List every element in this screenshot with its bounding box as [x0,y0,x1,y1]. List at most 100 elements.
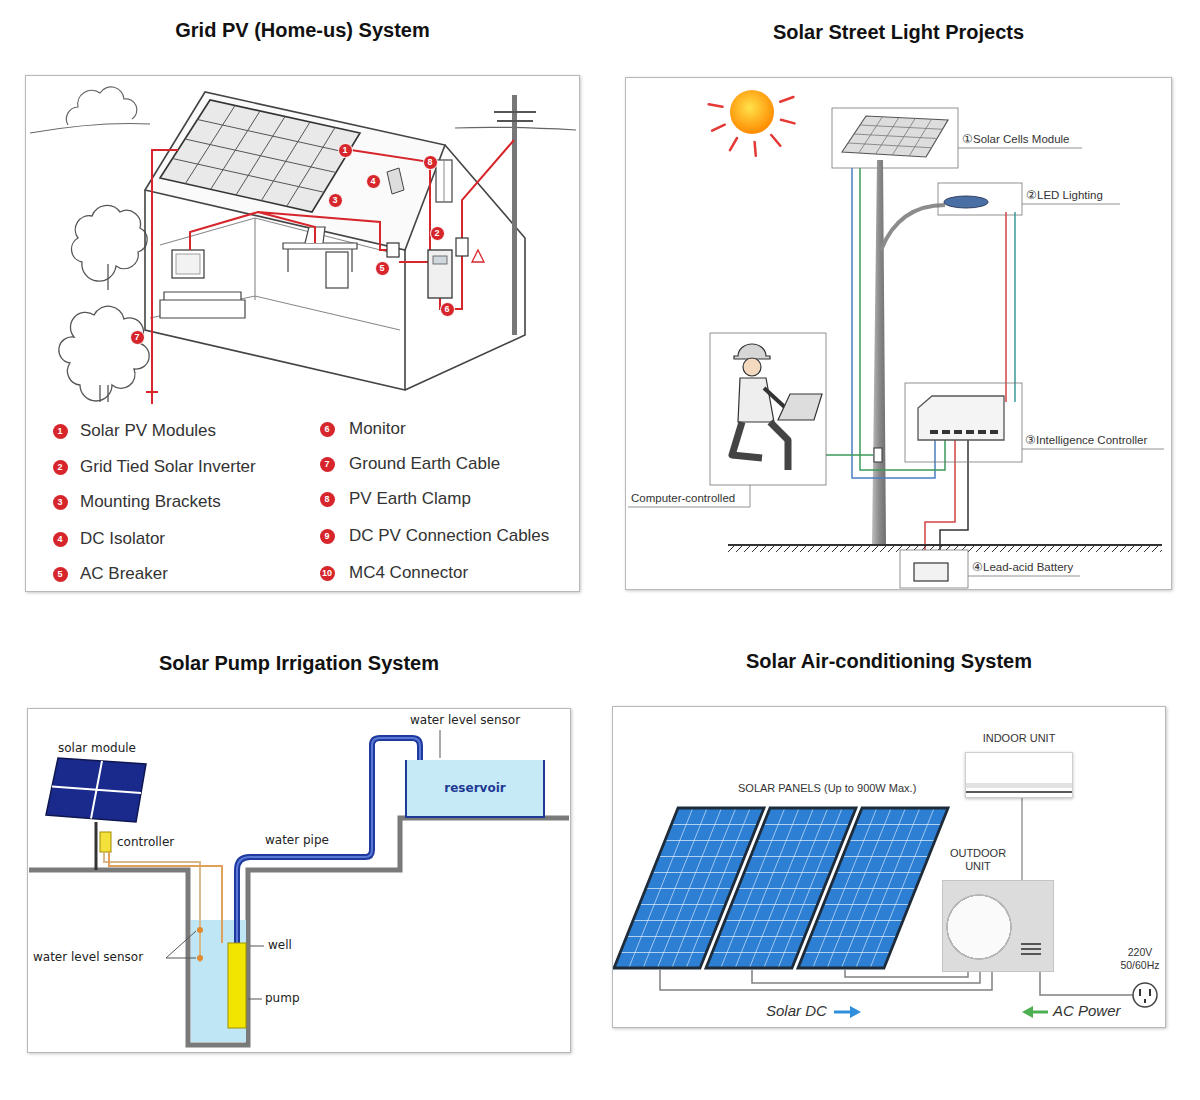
legend-text: Solar PV Modules [80,421,216,441]
inverter-display [433,256,447,264]
solar-module [46,758,146,822]
worker-legs [732,422,788,470]
legend-number: 5 [53,567,68,582]
tank-label: reservoir [444,781,505,795]
terrain [29,818,569,1045]
pump-cable [109,852,222,943]
leader-line [628,485,750,507]
part-label: solar module [58,741,136,756]
laptop [778,394,822,420]
wire-red [925,212,1006,563]
tree-trunk [100,385,108,402]
light-pole [872,160,886,545]
legend-number: 1 [53,424,68,439]
leader-line [166,730,440,999]
legend-number: 6 [320,422,335,437]
sun [730,90,774,134]
solar-array [160,100,360,212]
legend-number: 10 [320,566,335,581]
leader-line [1022,204,1120,205]
ground-rod [146,392,158,404]
sensor-cable [104,852,200,962]
cabinet [326,252,348,288]
legend-text: Monitor [349,419,406,439]
flow-arrowhead [1022,1006,1033,1018]
room-lines [150,218,400,330]
pole-crossarm [494,112,536,121]
worker-body [738,378,774,422]
sun-rays [709,97,795,156]
callout-number: 2 [430,226,445,241]
part-label: ①Solar Cells Module [962,132,1070,146]
panel-title: Solar Air-conditioning System [613,649,1165,673]
outdoor-unit: OUTDOOR UNIT [942,880,1054,972]
pole-port [874,448,882,462]
controller-device [918,396,1004,440]
part-label: water level sensor [410,713,520,728]
controller-terminals [930,430,998,434]
leader-line [968,576,1080,577]
legend-number: 9 [320,529,335,544]
panel-frame: Solar Air-conditioning SystemINDOOR UNIT… [612,706,1166,1028]
callout-number: 7 [130,330,145,345]
sensor-dot [197,955,203,961]
part-label: controller [117,835,174,850]
power-socket [1133,983,1157,1007]
callout-number: 1 [338,143,353,158]
lamp-arm [881,205,945,250]
panel-title: Solar Pump Irrigation System [28,651,570,675]
sofa [160,292,245,318]
tree-trunk [107,264,108,290]
sensor-dot [197,927,203,933]
meter-box [456,238,468,256]
module-grid [52,761,141,819]
wire-computer [826,454,873,456]
lead-acid-battery [914,563,948,581]
tv-screen-inner [176,254,200,274]
legend-number: 3 [53,495,68,510]
reservoir-tank: reservoir [405,760,545,818]
ac-breaker [387,243,399,257]
tv-screen [172,250,204,278]
connector-line [1021,798,1023,880]
led-lamp [944,196,988,208]
part-frame [832,108,958,168]
panel-title: Grid PV (Home-us) System [26,18,579,42]
legend-number: 8 [320,492,335,507]
unit-label: OUTDOOR UNIT [947,847,1009,873]
roof-fitting [387,168,404,194]
socket-pins [1140,989,1150,1003]
callout-number: 3 [328,193,343,208]
legend-text: Grid Tied Solar Inverter [80,457,256,477]
legend-text: Mounting Brackets [80,492,221,512]
pv-wiring [152,140,514,392]
part-label: water pipe [265,833,329,848]
flow-arrow [1031,1011,1048,1014]
module-grid [848,117,943,156]
roof [145,92,445,250]
pump [228,943,246,1028]
panel-title: Solar Street Light Projects [626,20,1171,44]
flow-label: Solar DC [766,1002,827,1020]
cloud-outline [66,87,137,125]
part-label: Computer-controlled [631,491,735,505]
legend-text: DC Isolator [80,529,165,549]
worker-head [743,358,761,376]
ac-cable [1040,972,1133,995]
warning-triangle [472,250,484,262]
leader-line [1022,449,1164,450]
flow-label: AC Power [1053,1002,1121,1020]
unit-label: INDOOR UNIT [966,732,1072,745]
part-frame [900,550,968,588]
ground-line [728,544,1162,546]
legend-text: MC4 Connector [349,563,468,583]
part-frame [905,383,1022,462]
utility-pole [512,95,517,335]
part-label: SOLAR PANELS (Up to 900W Max.) [738,782,916,795]
wire-teal [1014,212,1016,402]
hard-hat [734,344,770,359]
gable-window [436,160,452,202]
part-label: water level sensor [33,950,143,965]
legend-number: 4 [53,532,68,547]
